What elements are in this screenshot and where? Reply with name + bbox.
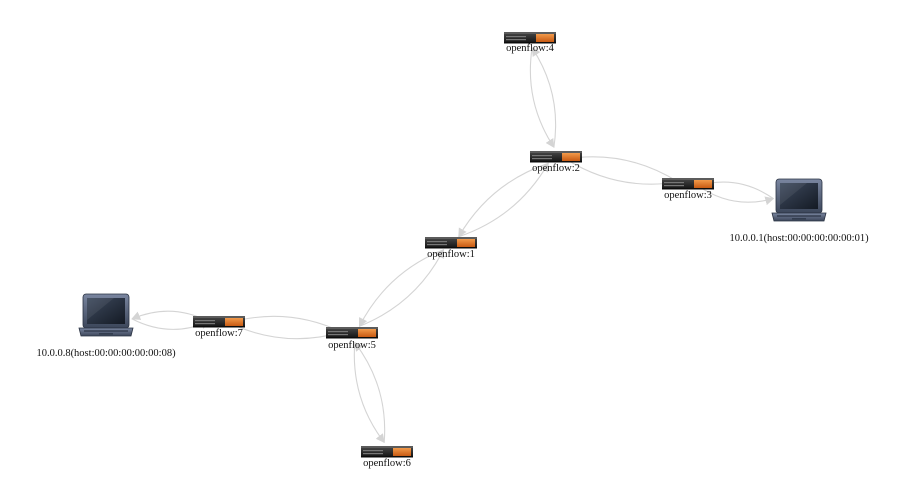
- network-switch-icon: [662, 178, 714, 190]
- switch-label: openflow:5: [328, 340, 376, 351]
- link-arc-openflow-5-openflow-6-forward: [353, 342, 385, 444]
- laptop-icon: [78, 293, 134, 337]
- link-arc-openflow-1-openflow-5-reverse: [359, 248, 445, 327]
- switch-label: openflow:4: [506, 43, 555, 54]
- switch-node-openflow-5[interactable]: openflow:5: [326, 327, 378, 351]
- network-switch-icon: [326, 327, 378, 339]
- network-switch-icon: [361, 446, 413, 458]
- laptop-icon: [771, 178, 827, 222]
- switch-label: openflow:1: [427, 249, 475, 260]
- link-arc-openflow-5-openflow-6-reverse: [354, 341, 386, 443]
- switch-node-openflow-6[interactable]: openflow:6: [361, 446, 413, 469]
- switch-node-openflow-7[interactable]: openflow:7: [193, 316, 245, 339]
- link-arc-openflow-3-host-00-00-00-00-00-01-forward: [697, 185, 775, 206]
- link-arc-openflow-2-openflow-1-forward: [458, 162, 549, 238]
- host-node-10-0-0-8[interactable]: 10.0.0.8(host:00:00:00:00:00:08): [36, 293, 176, 359]
- link-arc-openflow-4-openflow-2-reverse: [531, 47, 557, 148]
- switch-node-openflow-3[interactable]: openflow:3: [662, 178, 714, 201]
- network-switch-icon: [504, 32, 556, 44]
- link-arc-openflow-2-openflow-3-forward: [565, 158, 680, 188]
- switch-node-openflow-4[interactable]: openflow:4: [504, 32, 556, 54]
- network-switch-icon: [425, 237, 477, 249]
- host-label: 10.0.0.1(host:00:00:00:00:00:01): [729, 233, 869, 244]
- switch-node-openflow-2[interactable]: openflow:2: [530, 151, 582, 174]
- switch-label: openflow:7: [195, 328, 243, 339]
- link-arc-openflow-4-openflow-2-forward: [529, 47, 555, 148]
- host-node-10-0-0-1[interactable]: 10.0.0.1(host:00:00:00:00:00:01): [729, 178, 869, 244]
- switch-label: openflow:6: [363, 458, 411, 469]
- network-switch-icon: [193, 316, 245, 328]
- network-switch-icon: [530, 151, 582, 163]
- switch-label: openflow:2: [532, 163, 580, 174]
- host-label: 10.0.0.8(host:00:00:00:00:00:08): [36, 348, 176, 359]
- link-arc-openflow-2-openflow-1-reverse: [458, 162, 549, 238]
- switch-label: openflow:3: [664, 190, 712, 201]
- link-arc-openflow-1-openflow-5-forward: [358, 249, 444, 328]
- link-arc-openflow-2-openflow-3-reverse: [564, 153, 679, 183]
- switch-node-openflow-1[interactable]: openflow:1: [425, 237, 477, 260]
